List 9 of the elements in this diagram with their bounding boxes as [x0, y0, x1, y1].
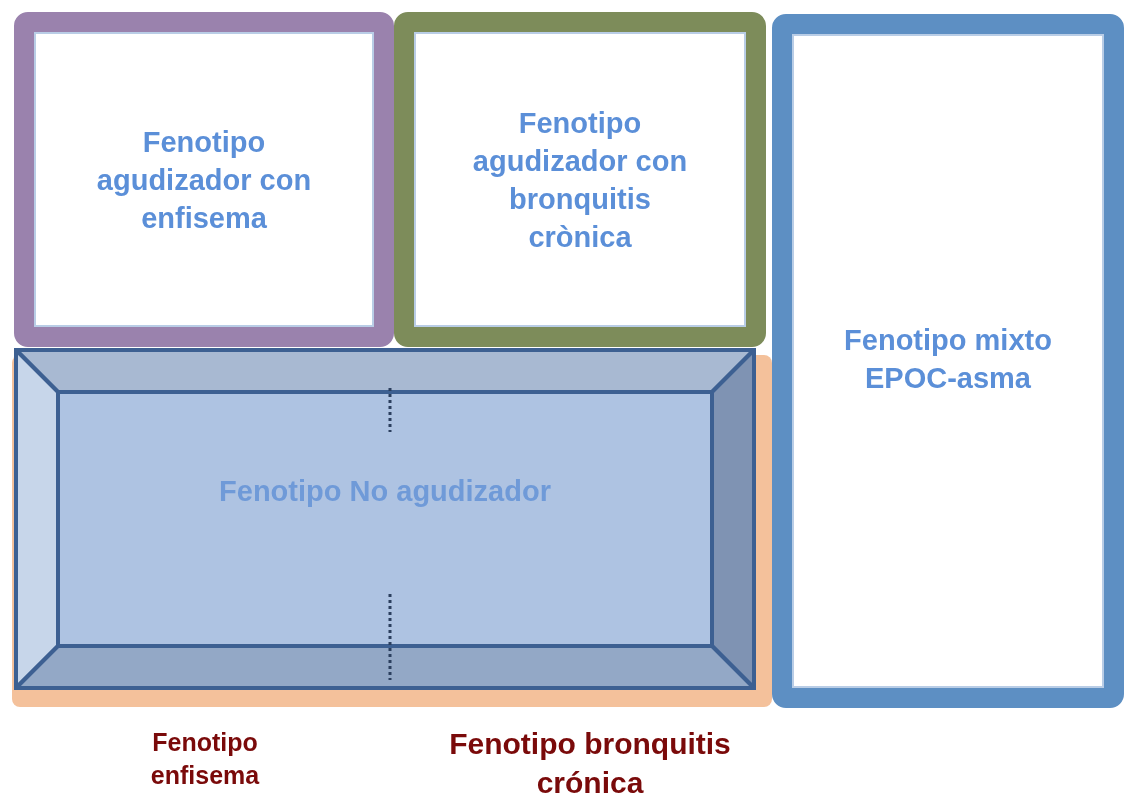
phenotype-panel — [772, 14, 1124, 708]
phenotype-label: Fenotipo agudizador con enfisema — [95, 124, 313, 236]
phenotype-label: Fenotipo agudizador con bronquitis crònica — [471, 105, 689, 255]
phenotype-panel — [14, 12, 394, 347]
column-caption: Fenotipo bronquitis crónica — [448, 726, 732, 798]
phenotype-label: Fenotipo mixto EPOC-asma — [843, 323, 1053, 396]
column-caption: Fenotipo enfisema — [149, 727, 261, 791]
phenotype-label: Fenotipo No agudizador — [219, 474, 551, 509]
phenotype-panel — [394, 12, 766, 347]
